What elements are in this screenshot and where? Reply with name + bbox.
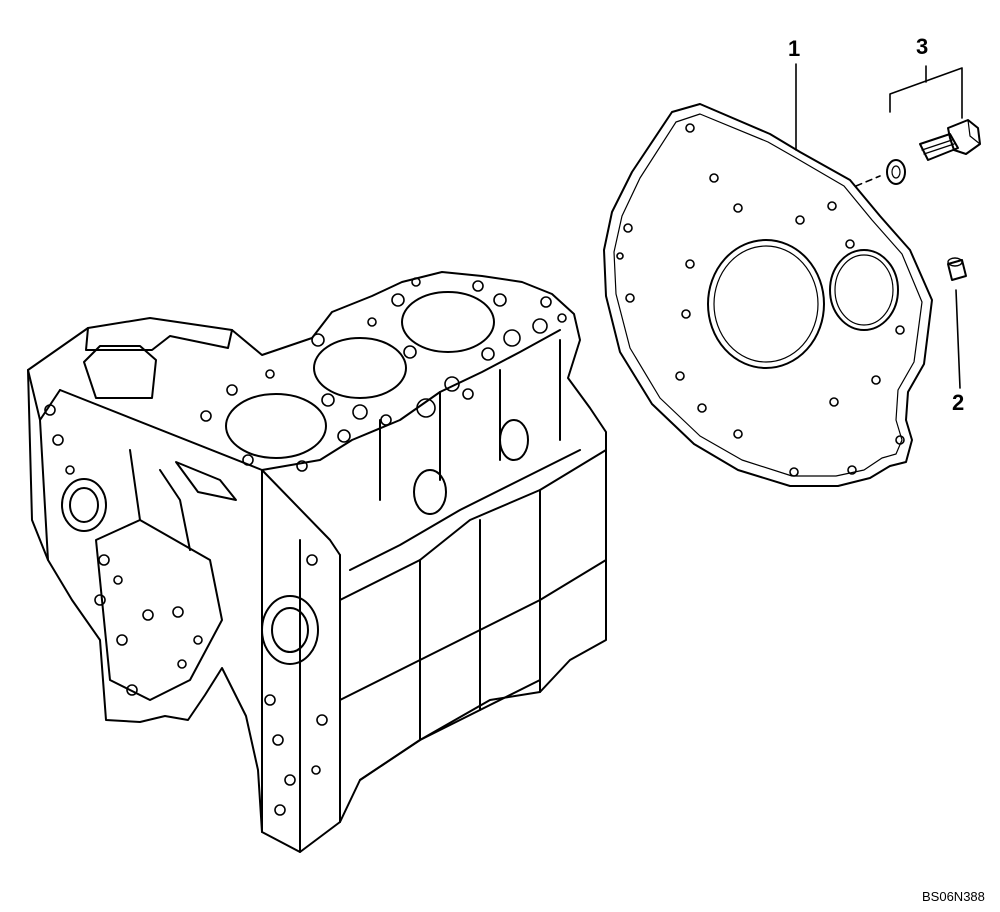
rear-plate-inner-edge [614, 114, 922, 476]
front-face-holes [45, 405, 202, 695]
front-face-gearcase [96, 520, 222, 700]
side-bore-1 [262, 596, 318, 664]
front-face-upper [86, 328, 232, 350]
dowel-pin [948, 258, 966, 280]
dash-washer-to-plate [856, 176, 880, 186]
side-port-1 [414, 470, 446, 514]
cylinder-bore-3 [402, 292, 494, 352]
callout-3: 3 [916, 34, 929, 59]
cylinder-bore-1 [226, 394, 326, 458]
side-cam-gallery [350, 450, 580, 570]
rear-plate-outline [604, 104, 932, 486]
rear-plate-pump-bore-inner [835, 255, 893, 325]
side-port-2 [500, 420, 528, 460]
washer [887, 160, 905, 184]
side-lower-skirt [262, 470, 300, 852]
callout-2: 2 [952, 390, 965, 415]
side-bore-1-inner [272, 608, 308, 652]
bolt [920, 120, 980, 160]
front-face-bore-large-inner [70, 488, 98, 522]
side-bolsters [380, 340, 560, 500]
rear-plate-bolt-holes [617, 124, 904, 476]
side-rib-5 [420, 490, 540, 740]
engine-block [28, 272, 606, 852]
front-face-rib [130, 450, 190, 550]
front-face-slot [176, 462, 236, 500]
leader-2 [956, 290, 960, 388]
deck-holes [201, 278, 566, 471]
cylinder-bore-2 [314, 338, 406, 398]
rear-plate-main-bore-inner [714, 246, 818, 362]
rear-plate-pump-bore [830, 250, 898, 330]
reference-code: BS06N388 [922, 889, 985, 904]
rear-plate-main-bore [708, 240, 824, 368]
side-face-holes [265, 555, 327, 815]
side-rib-2 [340, 450, 606, 600]
rear-plate [604, 104, 932, 486]
front-face-pocket [84, 346, 156, 398]
callout-1: 1 [788, 36, 801, 61]
deck-front-edge-2 [262, 330, 560, 470]
leader-lines [796, 64, 962, 388]
front-face-bore-large [62, 479, 106, 531]
side-rib-4 [360, 680, 540, 780]
engine-block-outline [28, 272, 606, 852]
front-face-edge [28, 370, 60, 560]
deck-front-edge [60, 390, 340, 555]
